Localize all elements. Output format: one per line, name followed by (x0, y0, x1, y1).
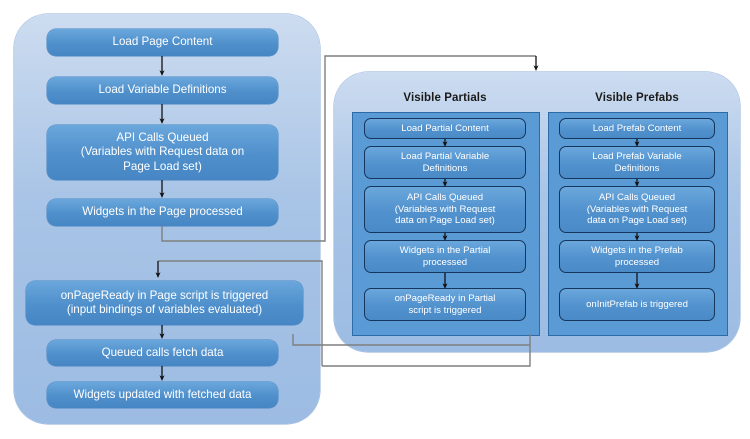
node-load-variable-definitions[interactable]: Load Variable Definitions (47, 77, 278, 104)
node-api-calls-queued-prefab[interactable]: API Calls Queued (Variables with Request… (559, 186, 715, 233)
node-line: Load Partial Variable (400, 150, 490, 162)
node-line: data on Page Load set) (587, 215, 687, 227)
node-line: (Variables with Request (586, 203, 688, 215)
node-load-prefab-variable-definitions[interactable]: Load Prefab Variable Definitions (559, 146, 715, 179)
node-widgets-in-partial-processed[interactable]: Widgets in the Partial processed (364, 240, 526, 273)
node-line: Load Partial Content (401, 122, 489, 134)
node-load-page-content[interactable]: Load Page Content (47, 29, 278, 56)
node-load-partial-content[interactable]: Load Partial Content (364, 118, 526, 139)
node-line: Widgets in the Prefab (591, 244, 683, 256)
visible-partials-title: Visible Partials (403, 92, 487, 104)
node-oninitprefab-triggered[interactable]: onInitPrefab is triggered (559, 288, 715, 321)
node-line: Widgets in the Page processed (82, 205, 243, 219)
node-queued-calls-fetch-data[interactable]: Queued calls fetch data (47, 340, 278, 366)
node-widgets-in-page-processed[interactable]: Widgets in the Page processed (47, 199, 278, 226)
node-line: Definitions (422, 162, 468, 174)
node-line: Page Load set) (123, 159, 202, 173)
node-line: processed (614, 256, 660, 268)
node-line: (input bindings of variables evaluated) (66, 303, 263, 316)
node-line: API Calls Queued (598, 191, 676, 203)
visible-prefabs-title: Visible Prefabs (595, 92, 679, 104)
node-line: Widgets in the Partial (399, 244, 491, 256)
node-load-partial-variable-definitions[interactable]: Load Partial Variable Definitions (364, 146, 526, 179)
node-line: Load Prefab Variable (592, 150, 682, 162)
node-line: processed (422, 256, 468, 268)
node-line: Load Page Content (112, 35, 213, 49)
node-line: data on Page Load set) (395, 215, 495, 227)
node-line: API Calls Queued (406, 191, 484, 203)
node-line: (Variables with Request data on (80, 145, 245, 159)
node-line: onPageReady in Partial (394, 292, 496, 304)
node-line: Widgets updated with fetched data (73, 387, 252, 401)
node-widgets-updated-fetched-data[interactable]: Widgets updated with fetched data (47, 382, 278, 408)
node-line: onPageReady in Page script is triggered (60, 288, 269, 302)
node-line: Queued calls fetch data (101, 345, 224, 359)
node-line: Load Prefab Content (592, 122, 682, 134)
node-onpageready-page[interactable]: onPageReady in Page script is triggered … (26, 281, 303, 325)
node-api-calls-queued-partial[interactable]: API Calls Queued (Variables with Request… (364, 186, 526, 233)
node-line: script is triggered (408, 304, 482, 316)
node-api-calls-queued-page[interactable]: API Calls Queued (Variables with Request… (47, 125, 278, 180)
node-line: API Calls Queued (116, 131, 209, 145)
node-onpageready-partial[interactable]: onPageReady in Partial script is trigger… (364, 288, 526, 321)
node-widgets-in-prefab-processed[interactable]: Widgets in the Prefab processed (559, 240, 715, 273)
node-line: Definitions (614, 162, 660, 174)
node-line: (Variables with Request (394, 203, 496, 215)
node-line: onInitPrefab is triggered (586, 298, 688, 310)
node-line: Load Variable Definitions (98, 83, 227, 97)
node-load-prefab-content[interactable]: Load Prefab Content (559, 118, 715, 139)
